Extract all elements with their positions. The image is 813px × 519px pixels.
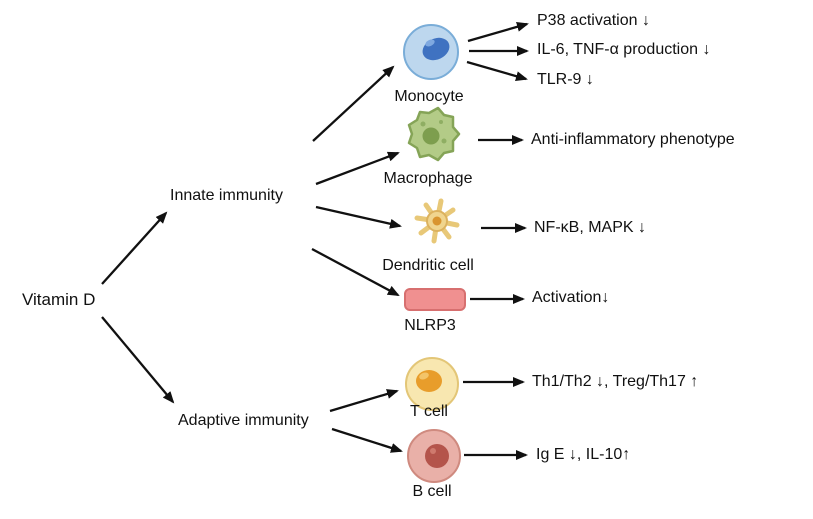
macrophage-granule	[441, 138, 447, 144]
macrophage-granule	[439, 120, 443, 124]
macrophage-granule	[420, 121, 426, 127]
outcome-nfkb-mapk: NF-κB, MAPK ↓	[534, 219, 647, 236]
outcome-ige-il10: Ig E ↓, IL-10↑	[536, 446, 631, 463]
arrow-monocyte-tlr9	[466, 60, 528, 82]
nlrp3-icon	[404, 288, 466, 311]
adaptive-immunity-label: Adaptive immunity	[178, 412, 309, 429]
macrophage-label: Macrophage	[383, 170, 473, 187]
monocyte-label: Monocyte	[394, 88, 464, 105]
t-cell-label: T cell	[410, 403, 448, 420]
arrow-monocyte-p38	[467, 21, 529, 43]
monocyte-icon	[403, 24, 459, 80]
dendritic-cell-icon	[414, 198, 460, 244]
arrow-vitamind-adaptive	[101, 316, 175, 404]
macrophage-nucleus	[422, 127, 440, 145]
nlrp3-label: NLRP3	[404, 317, 456, 334]
tcell-nucleus	[416, 370, 442, 392]
outcome-th1-th2: Th1/Th2 ↓, Treg/Th17 ↑	[532, 373, 699, 390]
arrow-innate-dendritic	[315, 205, 402, 229]
tcell-highlight	[419, 372, 429, 380]
arrow-vitamind-innate	[101, 211, 168, 285]
b-cell-label: B cell	[412, 483, 452, 500]
arrow-innate-nlrp3	[311, 247, 400, 297]
outcome-p38: P38 activation ↓	[537, 12, 650, 29]
innate-immunity-label: Innate immunity	[170, 187, 283, 204]
outcome-il6-tnf: IL-6, TNF-α production ↓	[537, 41, 711, 58]
arrow-adaptive-bcell	[331, 427, 403, 453]
bcell-nucleus	[425, 444, 449, 468]
outcome-tlr9: TLR-9 ↓	[537, 71, 594, 88]
arrow-adaptive-tcell	[329, 389, 399, 413]
dendritic-cell-label: Dendritic cell	[382, 257, 474, 274]
macrophage-icon	[407, 106, 461, 162]
nlrp3-shape	[404, 288, 466, 311]
outcome-anti-inflammatory: Anti-inflammatory phenotype	[531, 131, 735, 148]
dendritic-nucleus	[432, 216, 442, 226]
monocyte-highlight	[425, 39, 435, 47]
arrow-innate-monocyte	[312, 65, 395, 142]
t-cell-icon	[405, 357, 459, 411]
b-cell-icon	[407, 429, 461, 483]
arrow-innate-macrophage	[315, 151, 400, 186]
arrow-group	[101, 21, 529, 460]
bcell-highlight	[430, 448, 436, 454]
outcome-activation: Activation↓	[532, 289, 610, 306]
vitamin-d-label: Vitamin D	[22, 290, 96, 309]
